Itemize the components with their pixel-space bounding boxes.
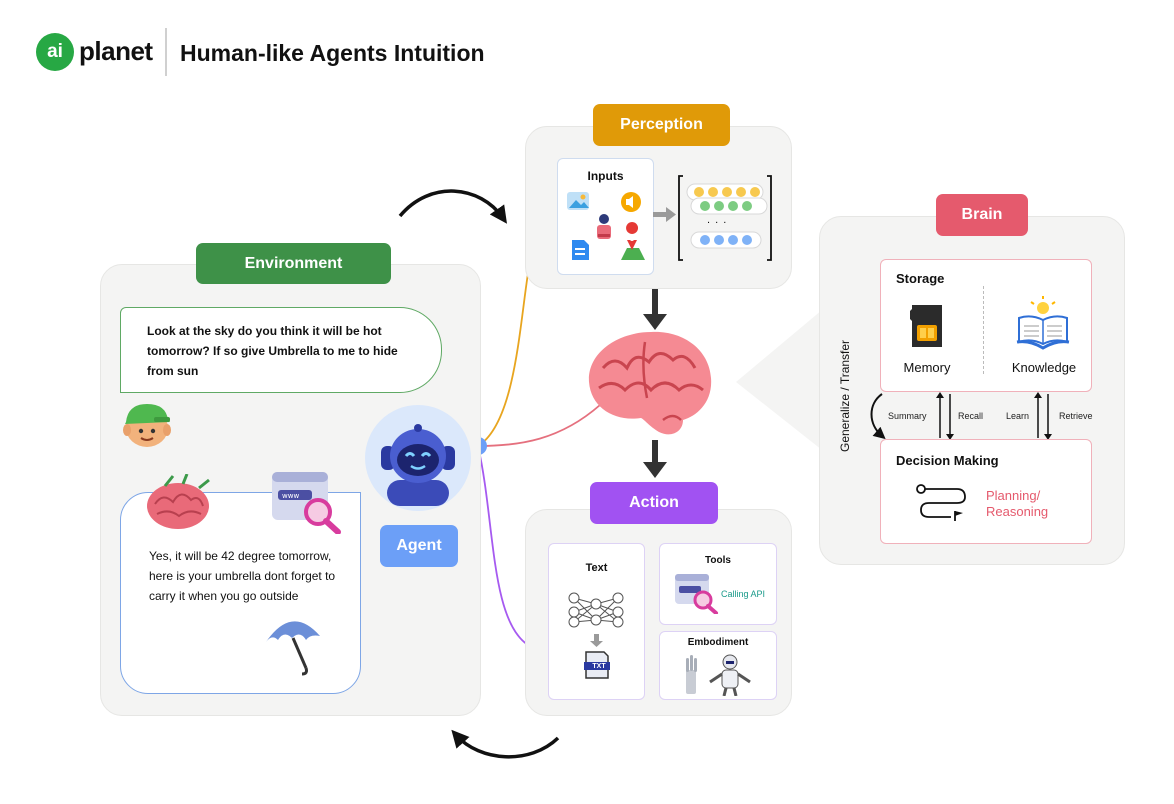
decision-making-card: [880, 439, 1092, 544]
embodiment-card: [659, 631, 777, 700]
input-media-icons: [567, 192, 645, 260]
neural-network-icon: [568, 592, 624, 679]
brain-label: Brain: [936, 194, 1028, 236]
central-brain-icon: [588, 331, 712, 435]
knowledge-book-icon: [1016, 296, 1070, 350]
summary-label: Summary: [888, 411, 927, 421]
storage-divider: [983, 286, 984, 374]
environment-label: Environment: [196, 243, 391, 284]
user-message-bubble: [120, 307, 442, 393]
arrow-to-perception: [398, 189, 508, 224]
svg-text:www: www: [282, 492, 299, 500]
inputs-label: Inputs: [587, 169, 624, 183]
generalize-transfer-label: Generalize / Transfer: [838, 339, 852, 452]
user-message: Look at the sky do you think it will be …: [147, 324, 398, 378]
retrieve-label: Retrieve: [1059, 411, 1093, 421]
text-label: Text: [585, 562, 608, 574]
storage-decision-arrows: [870, 392, 1052, 440]
encode-arrow-icon: [653, 207, 676, 222]
api-tool-icon: [675, 574, 718, 614]
txt-icon-text: TXT: [592, 663, 606, 670]
header-divider: [165, 28, 167, 76]
planning-flow-icon: [916, 484, 966, 521]
learn-label: Learn: [1006, 411, 1030, 421]
audio-icon: [621, 192, 641, 212]
action-connector: [477, 445, 529, 646]
embedding-ellipsis: . . .: [707, 214, 728, 226]
storage-label: Storage: [896, 271, 945, 286]
arrow-to-environment: [451, 729, 560, 759]
logo-mark: ai: [36, 33, 74, 71]
recall-label: Recall: [958, 411, 984, 421]
document-icon: [572, 240, 589, 260]
brain-connector: [477, 404, 601, 447]
robot-icon: [381, 424, 455, 506]
agent-label: Agent: [380, 525, 458, 567]
knowledge-label: Knowledge: [1011, 360, 1077, 375]
memory-label: Memory: [903, 360, 951, 375]
memory-chip-icon: [910, 305, 942, 347]
map-pin-icon: [621, 222, 645, 260]
tools-label: Tools: [705, 555, 731, 566]
logo-text: planet: [79, 36, 153, 66]
action-label: Action: [590, 482, 718, 524]
brain-callout-pointer: [736, 310, 822, 450]
brain-icon: [147, 474, 210, 529]
image-icon: [567, 192, 589, 210]
perception-label: Perception: [593, 104, 730, 146]
web-search-icon: www: [272, 472, 341, 534]
decision-making-label: Decision Making: [896, 453, 999, 468]
umbrella-icon: [266, 621, 320, 676]
robot-hand-icon: [686, 654, 751, 696]
page-title: Human-like Agents Intuition: [180, 40, 485, 66]
generalize-curve-arrow: [870, 393, 886, 440]
user-scan-icon: [597, 214, 611, 239]
humanoid-robot-icon: [709, 654, 751, 696]
planning-reasoning-label: Planning/ Reasoning: [986, 488, 1049, 519]
user-avatar-icon: [123, 404, 171, 447]
calling-api-label: Calling API: [721, 589, 766, 599]
agent-message: Yes, it will be 42 degree tomorrow, here…: [149, 549, 336, 603]
embodiment-label: Embodiment: [687, 637, 749, 648]
embedding-matrix: [678, 175, 772, 261]
